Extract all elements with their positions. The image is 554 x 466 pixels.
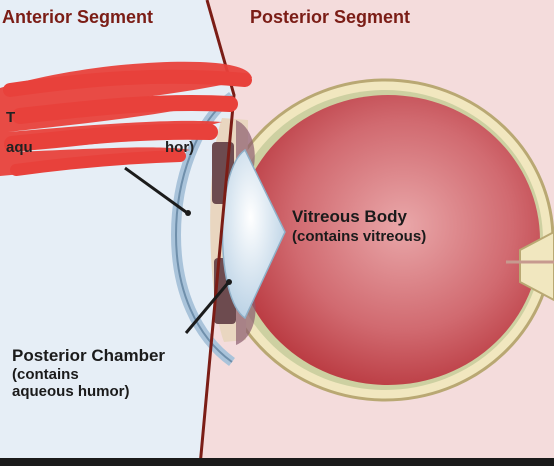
posterior-chamber-subtitle-1: (contains: [12, 366, 79, 383]
redaction-scribble: [0, 61, 252, 176]
vitreous-body: [236, 95, 540, 385]
anterior-segment-header: Anterior Segment: [2, 7, 154, 27]
posterior-segment-header: Posterior Segment: [250, 7, 411, 27]
anterior-chamber-label-fragment-1: T: [6, 109, 16, 126]
posterior-chamber-subtitle-2: aqueous humor): [12, 383, 130, 400]
anterior-chamber-pointer: [124, 166, 187, 214]
lens: [221, 148, 286, 320]
anterior-chamber-label-fragment-2: aqu: [6, 139, 33, 156]
optic-nerve: [519, 230, 554, 302]
posterior-chamber-title: Posterior Chamber: [12, 346, 166, 365]
anterior-chamber-label-fragment-3: hor): [165, 139, 195, 156]
posterior-chamber-pointer: [184, 282, 230, 334]
vitreous-body-title: Vitreous Body: [292, 207, 407, 226]
vitreous-body-subtitle: (contains vitreous): [292, 228, 427, 245]
segment-divider-line: [198, 0, 236, 466]
bottom-border: [0, 458, 554, 466]
